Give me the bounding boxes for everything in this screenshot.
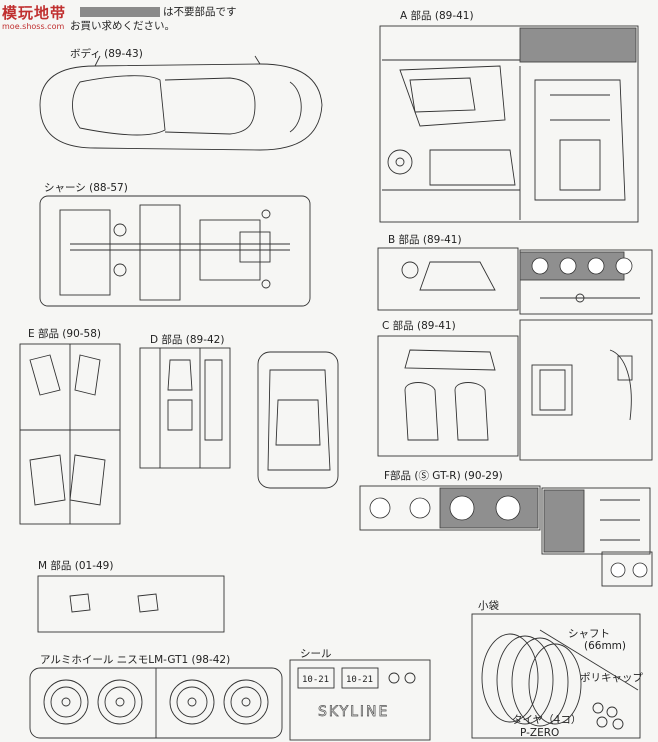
sprue-c-label: C 部品 (89-41) (382, 320, 456, 332)
sprue-d (139, 347, 339, 489)
sprue-a (379, 25, 639, 223)
sprue-f (359, 485, 653, 587)
sprue-e (19, 343, 121, 525)
decal-label: シール (300, 648, 332, 660)
chassis-label: シャーシ (88-57) (44, 182, 128, 194)
sprue-e-label: E 部品 (90-58) (28, 328, 102, 340)
sprue-m-label: M 部品 (01-49) (38, 560, 114, 572)
sprue-m (37, 575, 225, 633)
unused-swatch (80, 7, 160, 17)
wheels-sprue (29, 667, 283, 739)
bag (471, 613, 641, 739)
shaft-size: (66mm) (584, 640, 627, 652)
decal-plate-1: 10-21 (302, 675, 329, 685)
decal-skyline-logo: SKYLINE (318, 704, 389, 720)
watermark-url: moe.shoss.com (2, 22, 65, 31)
decal-plate-2: 10-21 (346, 675, 373, 685)
shaft-label: シャフト (568, 628, 610, 640)
body-label: ボディ (89-43) (70, 48, 143, 60)
unused-parts-note: は不要部品です (80, 4, 237, 19)
chassis-plate (39, 195, 311, 307)
purchase-note: お買い求めください。 (70, 20, 175, 32)
bag-label: 小袋 (478, 600, 499, 612)
sprue-b (377, 247, 653, 315)
decal-sheet (289, 659, 431, 741)
body-shell (39, 55, 323, 151)
wheels-label: アルミホイール ニスモLM-GT1 (98-42) (40, 654, 231, 666)
tire-brand: P-ZERO (520, 727, 560, 739)
sprue-b-label: B 部品 (89-41) (388, 234, 462, 246)
watermark-logo: 模玩地带 (2, 4, 67, 22)
sprue-a-label: A 部品 (89-41) (400, 10, 474, 22)
polycap-label: ポリキャップ (580, 672, 643, 684)
sprue-c (377, 319, 653, 461)
sprue-d-label: D 部品 (89-42) (150, 334, 225, 346)
sprue-f-label: F部品 (Ⓢ GT-R) (90-29) (384, 470, 503, 482)
